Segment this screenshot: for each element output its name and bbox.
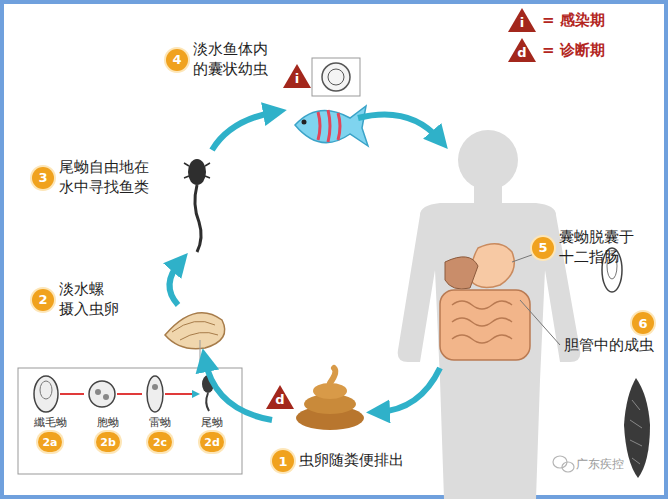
stage-symbol: i xyxy=(512,15,532,30)
stage-callout: 3尾蚴自由地在 水中寻找鱼类 xyxy=(32,158,154,197)
stage-symbol: d xyxy=(512,45,532,60)
stage-callout: 2c 雷蚴 xyxy=(136,416,184,452)
stage-description: 胆管中的成虫 xyxy=(564,336,654,356)
stage-description: 尾蚴自由地在 水中寻找鱼类 xyxy=(59,158,154,197)
stage-description: 虫卵随粪便排出 xyxy=(299,451,404,471)
human-body xyxy=(398,130,581,499)
larva-stages xyxy=(34,375,214,412)
stage-symbol: d xyxy=(270,392,290,407)
stage-callout: 5囊蚴脱囊于 十二指肠 xyxy=(532,228,639,267)
callout-number: 2c xyxy=(148,432,172,452)
cyst-inset xyxy=(312,58,360,96)
adult-fluke xyxy=(624,378,650,478)
stage-callout: 2淡水螺 摄入虫卵 xyxy=(32,280,121,319)
stage-callout: 2a 纖毛蚴 xyxy=(26,416,74,452)
stage-description: 淡水鱼体内 的囊状幼虫 xyxy=(193,40,273,79)
legend-text: = 感染期 xyxy=(542,11,605,30)
callout-number: 2b xyxy=(96,432,120,452)
callout-number: 4 xyxy=(166,49,188,71)
stage-name: 纖毛蚴 xyxy=(34,416,67,430)
cycle-arrows xyxy=(169,112,440,420)
stage-triangles xyxy=(266,8,536,409)
stage-description: 囊蚴脱囊于 十二指肠 xyxy=(559,228,639,267)
stage-name: 尾蚴 xyxy=(201,416,223,430)
stage-symbol: i xyxy=(287,71,307,86)
snail xyxy=(165,313,225,349)
watermark-icon xyxy=(553,456,574,472)
legend-text: = 诊断期 xyxy=(542,41,605,60)
watermark: 广东疾控 xyxy=(576,456,624,473)
stage-callout: 6胆管中的成虫 xyxy=(564,312,654,356)
stage-name: 雷蚴 xyxy=(149,416,171,430)
cercaria xyxy=(184,159,210,252)
stage-callout: 2b 胞蚴 xyxy=(84,416,132,452)
callout-number: 3 xyxy=(32,167,54,189)
callout-number: 2a xyxy=(38,432,62,452)
callout-number: 1 xyxy=(272,450,294,472)
stage-callout: 1虫卵随粪便排出 xyxy=(272,450,404,472)
stage-callout: 2d 尾蚴 xyxy=(188,416,236,452)
callout-number: 5 xyxy=(532,237,554,259)
fish xyxy=(295,106,368,146)
callout-number: 2 xyxy=(32,289,54,311)
stage-name: 胞蚴 xyxy=(97,416,119,430)
stage-callout: 4淡水鱼体内 的囊状幼虫 xyxy=(166,40,273,79)
callout-number: 6 xyxy=(632,312,654,334)
leader-line xyxy=(520,300,560,345)
stage-description: 淡水螺 摄入虫卵 xyxy=(59,280,121,319)
feces xyxy=(296,368,364,430)
callout-number: 2d xyxy=(200,432,224,452)
inset-pointer xyxy=(200,340,201,368)
inset-box xyxy=(18,368,242,474)
digestive-organs xyxy=(440,244,530,360)
